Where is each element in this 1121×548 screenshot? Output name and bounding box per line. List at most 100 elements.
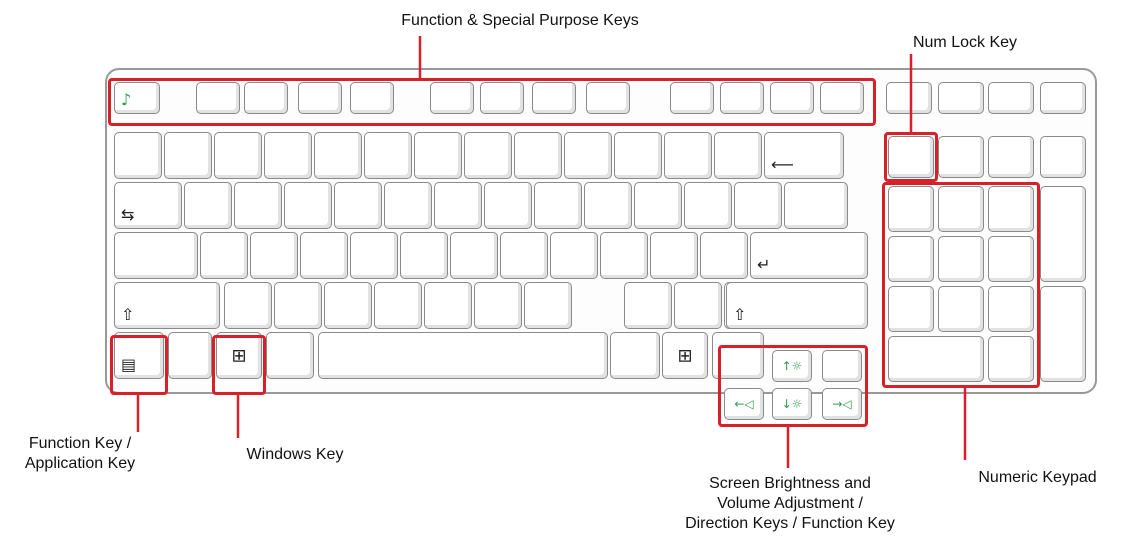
f3-key[interactable] (298, 82, 342, 114)
caps-lock-key[interactable] (114, 232, 198, 279)
key-t[interactable] (384, 182, 432, 229)
key-bracket-1[interactable] (734, 182, 782, 229)
right-alt-key[interactable] (610, 332, 660, 379)
arrow-fn-key[interactable] (822, 350, 862, 382)
f4-key[interactable] (350, 82, 394, 114)
f9-key[interactable] (670, 82, 714, 114)
key-b[interactable] (424, 282, 472, 329)
key-s[interactable] (250, 232, 298, 279)
f8-key[interactable] (586, 82, 630, 114)
key-e[interactable] (284, 182, 332, 229)
key-3[interactable] (264, 132, 312, 179)
delete-key[interactable] (938, 82, 984, 114)
key-0[interactable] (614, 132, 662, 179)
key-9[interactable] (564, 132, 612, 179)
esc-key[interactable]: ♪ (114, 82, 160, 114)
key-h[interactable] (450, 232, 498, 279)
numpad-key-7[interactable] (888, 186, 934, 232)
right-shift-key[interactable]: ⇧ (726, 282, 868, 329)
space-key[interactable] (318, 332, 608, 379)
f6-key[interactable] (480, 82, 524, 114)
enter-key[interactable]: ↵ (750, 232, 868, 279)
key-l[interactable] (600, 232, 648, 279)
numpad-key-9[interactable] (988, 186, 1034, 232)
key-2[interactable] (214, 132, 262, 179)
key-k[interactable] (550, 232, 598, 279)
key-5[interactable] (364, 132, 412, 179)
key-p[interactable] (634, 182, 682, 229)
numpad-enter-key[interactable] (1040, 286, 1086, 382)
left-shift-key[interactable]: ⇧ (114, 282, 220, 329)
key-j[interactable] (500, 232, 548, 279)
f5-key[interactable] (430, 82, 474, 114)
brightness-down-key[interactable]: ↓☼ (772, 388, 812, 420)
numpad-key-5[interactable] (938, 236, 984, 282)
volume-up-key[interactable]: →◁ (822, 388, 862, 420)
numpad-key-3[interactable] (988, 286, 1034, 332)
volume-down-key[interactable]: ←◁ (724, 388, 764, 420)
key-=[interactable] (714, 132, 762, 179)
numpad-key-4[interactable] (888, 236, 934, 282)
f11-key[interactable] (770, 82, 814, 114)
backspace-key[interactable]: ⟵ (764, 132, 844, 179)
f1-key[interactable] (196, 82, 240, 114)
key-x[interactable] (274, 282, 322, 329)
numpad-dot-key[interactable] (988, 336, 1034, 382)
numpad-slash-key[interactable] (938, 136, 984, 178)
tab-key[interactable]: ⇆ (114, 182, 182, 229)
brightness-up-key[interactable]: ↑☼ (772, 350, 812, 382)
windows-key-legend: ⊞ (231, 345, 247, 366)
f10-key[interactable] (720, 82, 764, 114)
key-a[interactable] (200, 232, 248, 279)
insert-key[interactable] (886, 82, 932, 114)
numpad-minus-key[interactable] (1040, 136, 1086, 178)
prtsc-key[interactable] (988, 82, 1034, 114)
numpad-star-key[interactable] (988, 136, 1034, 178)
key-o[interactable] (584, 182, 632, 229)
key-6[interactable] (414, 132, 462, 179)
key-q[interactable] (184, 182, 232, 229)
numpad-key-6[interactable] (988, 236, 1034, 282)
key-i[interactable] (534, 182, 582, 229)
key-u[interactable] (484, 182, 532, 229)
key-7[interactable] (464, 132, 512, 179)
key--[interactable] (664, 132, 712, 179)
fn-key[interactable]: ▤ (114, 332, 164, 379)
key-backtick[interactable] (114, 132, 162, 179)
key-d[interactable] (300, 232, 348, 279)
key-r[interactable] (334, 182, 382, 229)
key-quote-1[interactable] (700, 232, 748, 279)
numpad-plus-key[interactable] (1040, 186, 1086, 282)
key-w[interactable] (234, 182, 282, 229)
key-punct-0[interactable] (624, 282, 672, 329)
menu-key[interactable]: ⊞ (662, 332, 708, 379)
pause-key[interactable] (1040, 82, 1086, 114)
key-v[interactable] (374, 282, 422, 329)
key-n[interactable] (474, 282, 522, 329)
numpad-key-2[interactable] (938, 286, 984, 332)
key-f[interactable] (350, 232, 398, 279)
key-quote-0[interactable] (650, 232, 698, 279)
key-bracket-0[interactable] (684, 182, 732, 229)
key-g[interactable] (400, 232, 448, 279)
key-m[interactable] (524, 282, 572, 329)
key-c[interactable] (324, 282, 372, 329)
numpad-key-8[interactable] (938, 186, 984, 232)
numpad-0-key[interactable] (888, 336, 984, 382)
left-ctrl-key[interactable] (168, 332, 212, 379)
numpad-key-1[interactable] (888, 286, 934, 332)
key-y[interactable] (434, 182, 482, 229)
left-alt-key[interactable] (266, 332, 314, 379)
f12-key[interactable] (820, 82, 864, 114)
windows-key[interactable]: ⊞ (216, 332, 262, 379)
key-4[interactable] (314, 132, 362, 179)
key-bracket-2[interactable] (784, 182, 848, 229)
key-punct-1[interactable] (674, 282, 722, 329)
num-lock-key[interactable] (888, 136, 934, 178)
f7-key[interactable] (532, 82, 576, 114)
key-z[interactable] (224, 282, 272, 329)
key-1[interactable] (164, 132, 212, 179)
f2-key[interactable] (244, 82, 288, 114)
brightness-down-key-legend: ↓☼ (781, 397, 803, 411)
key-8[interactable] (514, 132, 562, 179)
